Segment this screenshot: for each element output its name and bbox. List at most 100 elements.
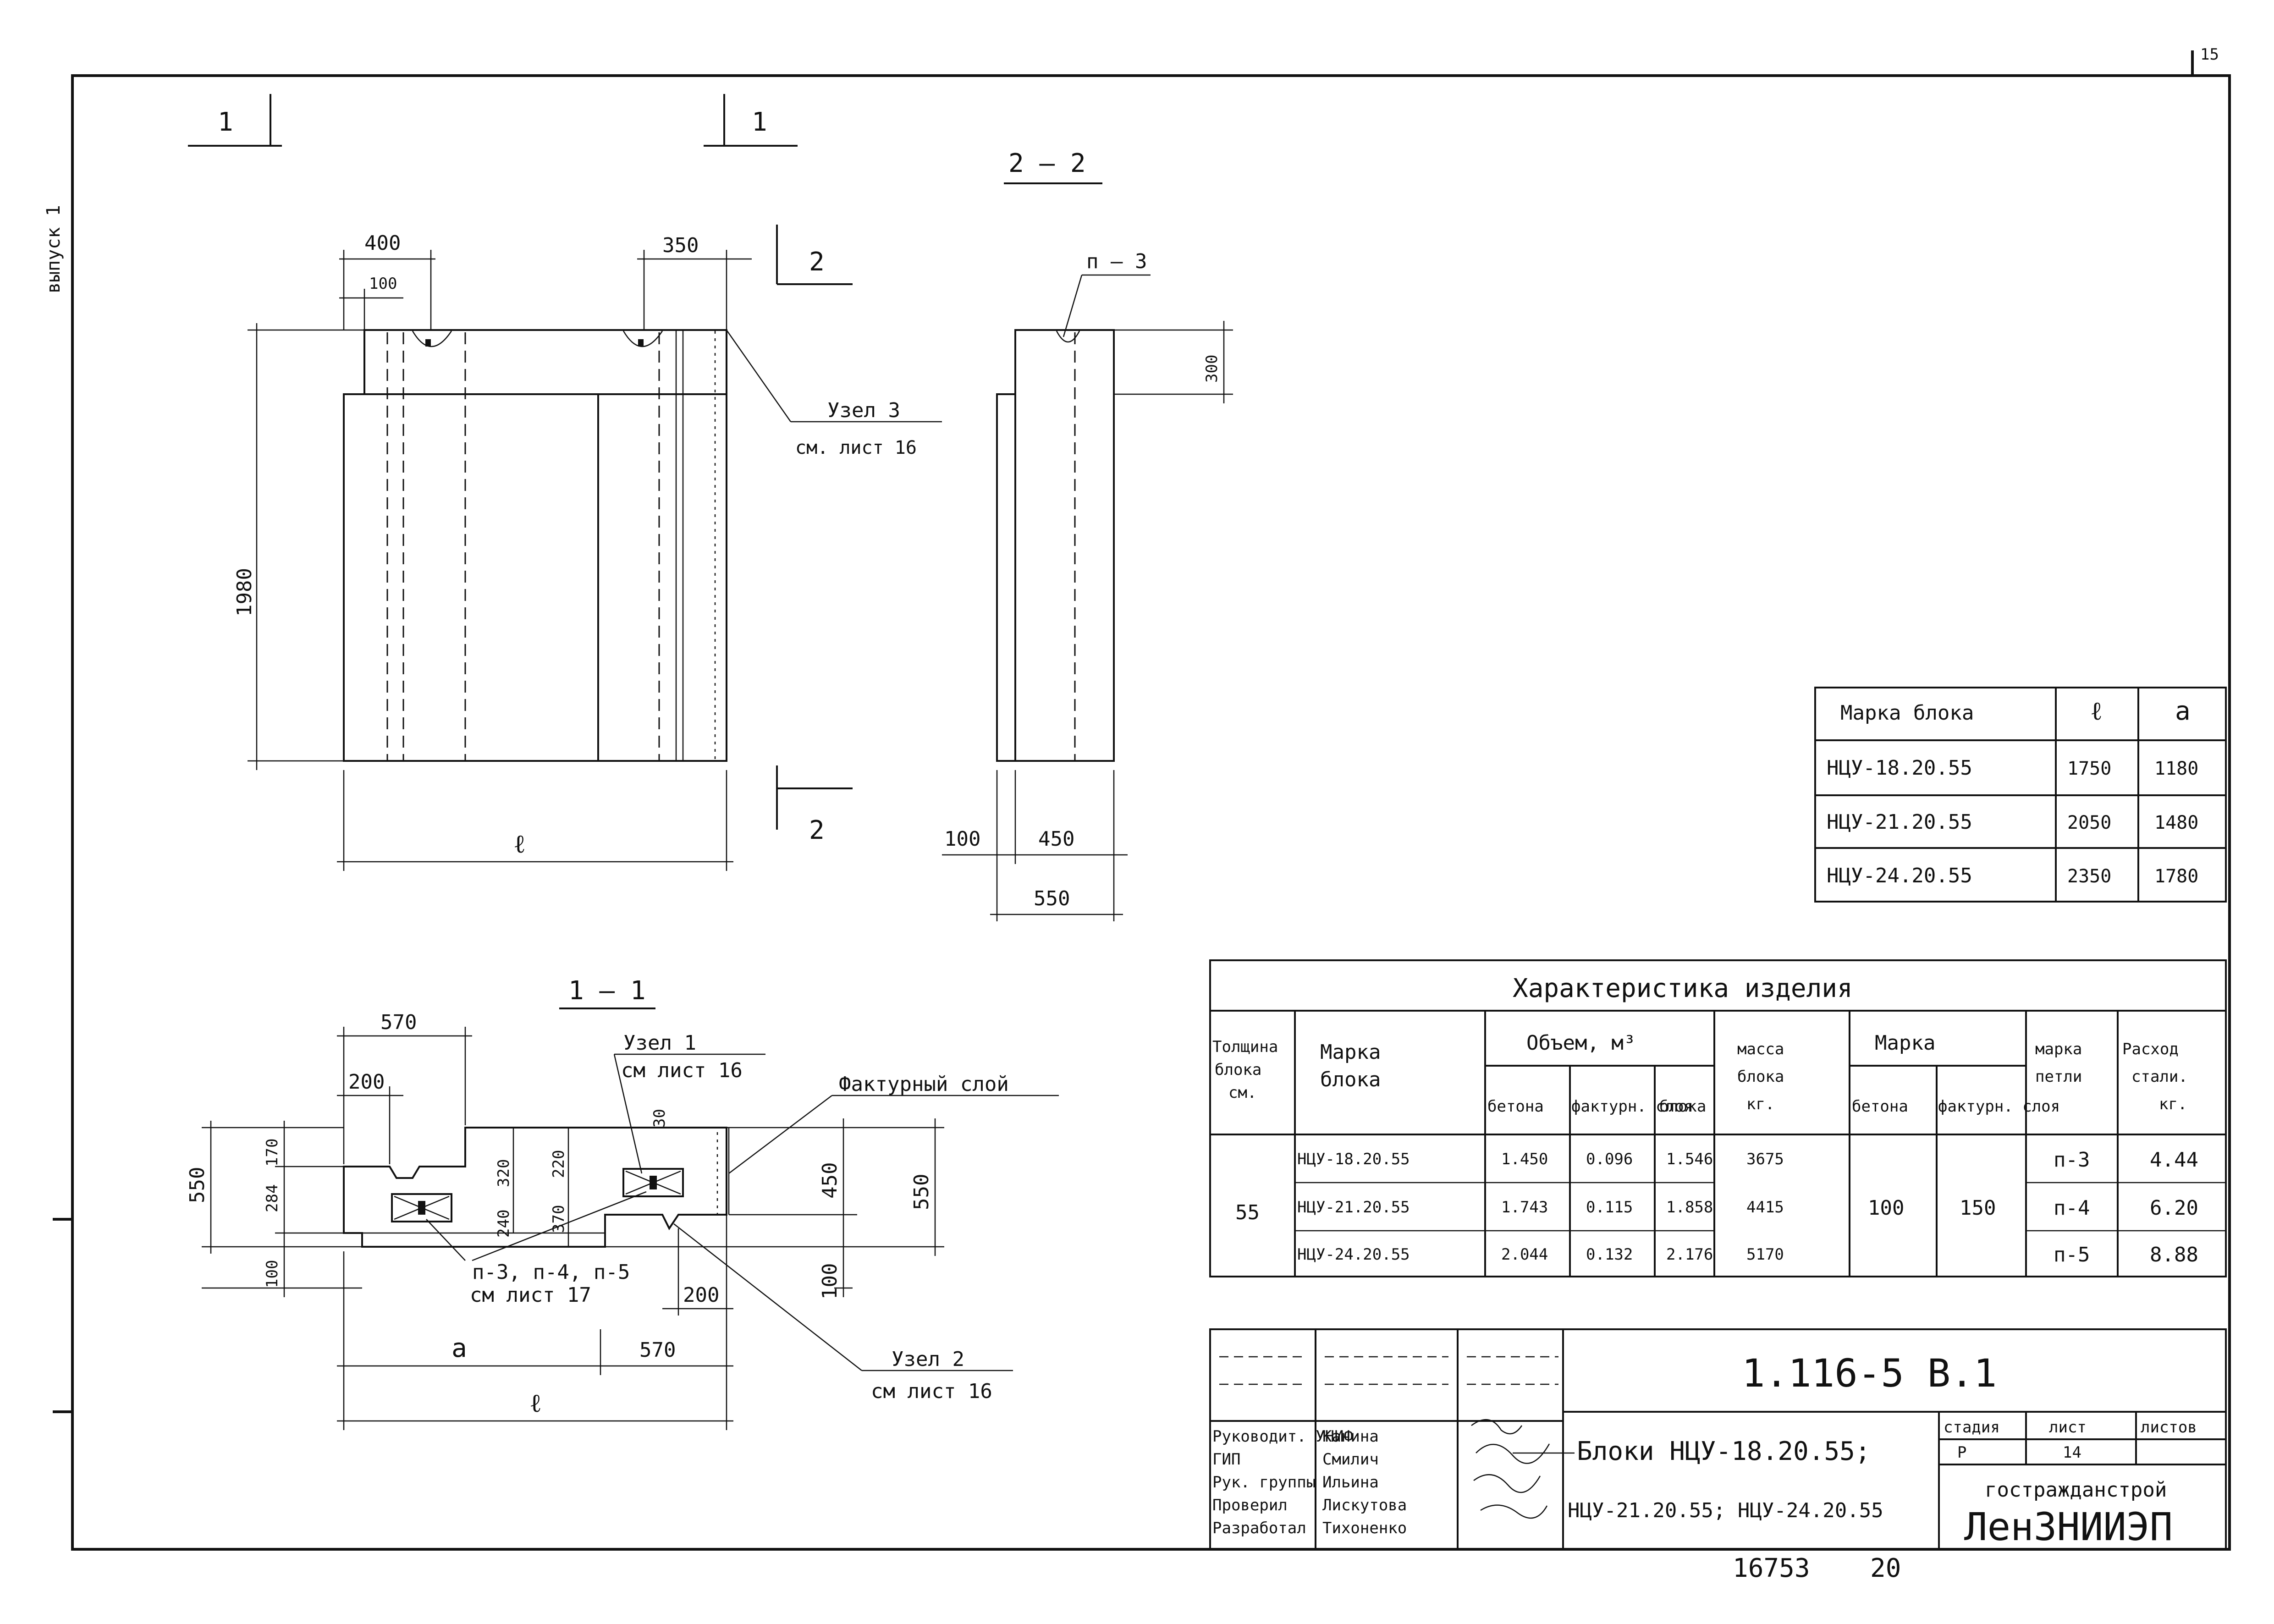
spec-h-steel: Расход xyxy=(2122,1040,2179,1058)
spec-h-loop: петли xyxy=(2035,1068,2082,1086)
section-mark-1-right: 1 xyxy=(752,107,767,137)
role: Разработал xyxy=(1212,1519,1306,1537)
dim-284: 284 xyxy=(263,1184,281,1212)
role: Руководит. УНИФ xyxy=(1212,1427,1353,1446)
spec-row-mark: НЦУ-24.20.55 xyxy=(1297,1245,1410,1264)
name: Ильина xyxy=(1322,1473,1379,1492)
dim-450-side: 450 xyxy=(1038,827,1074,851)
spec-h-mark: блока xyxy=(1320,1068,1381,1091)
sheet-value: 14 xyxy=(2063,1443,2081,1462)
spec-h-thickness: Толщина xyxy=(1212,1038,1278,1056)
spec-h-vol-block: блока xyxy=(1659,1097,1706,1116)
block-table-cell: 1750 xyxy=(2067,758,2111,779)
spec-h-mark: Марка xyxy=(1320,1040,1381,1064)
doc-code: 1.116-5 В.1 xyxy=(1742,1351,1997,1396)
uzel3-ref: см. лист 16 xyxy=(795,437,917,458)
spec-table-title: Характеристика изделия xyxy=(1513,974,1853,1003)
dim-550-plan-right: 550 xyxy=(910,1174,933,1210)
spec-row-steel: 6.20 xyxy=(2150,1196,2198,1220)
dim-240: 240 xyxy=(495,1210,513,1238)
spec-row-loop: п-5 xyxy=(2054,1243,2090,1266)
spec-h-steel: кг. xyxy=(2159,1095,2187,1113)
dim-400: 400 xyxy=(364,231,401,255)
block-table-cell: 2050 xyxy=(2067,812,2111,833)
spec-h-mass: кг. xyxy=(1746,1095,1774,1113)
dim-350: 350 xyxy=(662,234,699,257)
dim-320: 320 xyxy=(495,1159,513,1187)
dim-450-plan: 450 xyxy=(818,1162,842,1199)
loops-label: п-3, п-4, п-5 xyxy=(472,1261,630,1284)
spec-row-v-concrete: 2.044 xyxy=(1501,1245,1548,1264)
dim-l: ℓ xyxy=(513,829,526,859)
doc-title-line2: НЦУ-21.20.55; НЦУ-24.20.55 xyxy=(1568,1499,1883,1522)
spec-row-steel: 4.44 xyxy=(2150,1148,2198,1172)
spec-h-steel: стали. xyxy=(2131,1068,2188,1086)
spec-h-brand: Марка xyxy=(1875,1031,1935,1055)
spec-row-mass: 5170 xyxy=(1746,1245,1784,1264)
corner-mark: 15 xyxy=(2200,45,2219,64)
spec-h-brand-concrete: бетона xyxy=(1852,1097,1908,1116)
dim-100-side: 100 xyxy=(944,827,980,851)
spec-h-mass: масса xyxy=(1737,1040,1784,1058)
dim-200-plan: 200 xyxy=(348,1070,385,1094)
spec-row-mass: 3675 xyxy=(1746,1150,1784,1168)
elevation-view xyxy=(343,329,727,762)
spec-brand-concrete: 100 xyxy=(1868,1196,1904,1220)
dim-a: a xyxy=(451,1333,467,1363)
spec-h-mass: блока xyxy=(1737,1068,1784,1086)
block-table-cell: НЦУ-18.20.55 xyxy=(1827,756,1972,780)
block-table-header-mark: Марка блока xyxy=(1840,701,1974,725)
loops-ref: см лист 17 xyxy=(470,1283,591,1307)
dim-100: 100 xyxy=(369,275,397,293)
role: ГИП xyxy=(1212,1450,1240,1469)
role: Рук. группы xyxy=(1212,1473,1316,1492)
spec-row-v-concrete: 1.743 xyxy=(1501,1198,1548,1217)
block-table-header-a: a xyxy=(2175,696,2191,726)
block-table: Марка блока ℓ a НЦУ-18.20.55 1750 1180 Н… xyxy=(1814,687,2227,903)
spec-row-v-facing: 0.115 xyxy=(1586,1198,1633,1217)
plan-view xyxy=(343,1127,730,1248)
spec-row-v-facing: 0.132 xyxy=(1586,1245,1633,1264)
spec-row-mark: НЦУ-21.20.55 xyxy=(1297,1198,1410,1217)
dim-570-plan: 570 xyxy=(380,1011,417,1034)
dim-l-plan: ℓ xyxy=(529,1388,542,1418)
signatures xyxy=(1471,1419,1550,1519)
spec-h-vol-concrete: бетона xyxy=(1487,1097,1544,1116)
spec-thickness: 55 xyxy=(1235,1201,1260,1224)
spec-row-loop: п-3 xyxy=(2054,1148,2090,1172)
role: Проверил xyxy=(1212,1496,1288,1514)
spec-h-thickness: см. xyxy=(1228,1084,1256,1102)
side-view xyxy=(996,329,1115,762)
section-mark-2-top: 2 xyxy=(809,247,825,277)
uzel1-label: Узел 1 xyxy=(623,1031,696,1055)
spec-brand-facing: 150 xyxy=(1960,1196,1996,1220)
name: Смилич xyxy=(1322,1450,1379,1469)
stage-label: стадия xyxy=(1944,1418,2000,1437)
spec-row-steel: 8.88 xyxy=(2150,1243,2198,1266)
sheet-label: лист xyxy=(2049,1418,2087,1437)
sheets-label: листов xyxy=(2141,1418,2197,1437)
spec-h-thickness: блока xyxy=(1215,1061,1261,1079)
uzel2-ref: см лист 16 xyxy=(871,1380,992,1403)
section-mark-2-bottom: 2 xyxy=(809,815,825,845)
dim-220: 220 xyxy=(550,1150,568,1178)
format-number: 20 xyxy=(1870,1553,1901,1583)
name: Тихоненко xyxy=(1322,1519,1407,1537)
uzel3-label: Узел 3 xyxy=(827,399,900,422)
spec-h-brand-facing: фактурн. слоя xyxy=(1938,1097,2060,1116)
sheet-frame xyxy=(71,74,2231,1551)
stage-value: Р xyxy=(1957,1443,1966,1462)
dim-300: 300 xyxy=(1203,355,1221,383)
org-line1: гостражданстрой xyxy=(1985,1478,2167,1502)
spec-row-v-block: 1.546 xyxy=(1666,1150,1713,1168)
spec-row-v-concrete: 1.450 xyxy=(1501,1150,1548,1168)
uzel1-ref: см лист 16 xyxy=(621,1059,743,1082)
block-table-cell: НЦУ-24.20.55 xyxy=(1827,864,1972,887)
dim-100-plan: 100 xyxy=(263,1260,281,1288)
spec-table: Характеристика изделия Толщина блока см.… xyxy=(1209,959,2227,1277)
block-table-cell: 1480 xyxy=(2154,812,2198,833)
name: Лискутова xyxy=(1322,1496,1407,1514)
section-22-title: 2 – 2 xyxy=(1008,149,1086,178)
block-table-cell: НЦУ-21.20.55 xyxy=(1827,810,1972,834)
